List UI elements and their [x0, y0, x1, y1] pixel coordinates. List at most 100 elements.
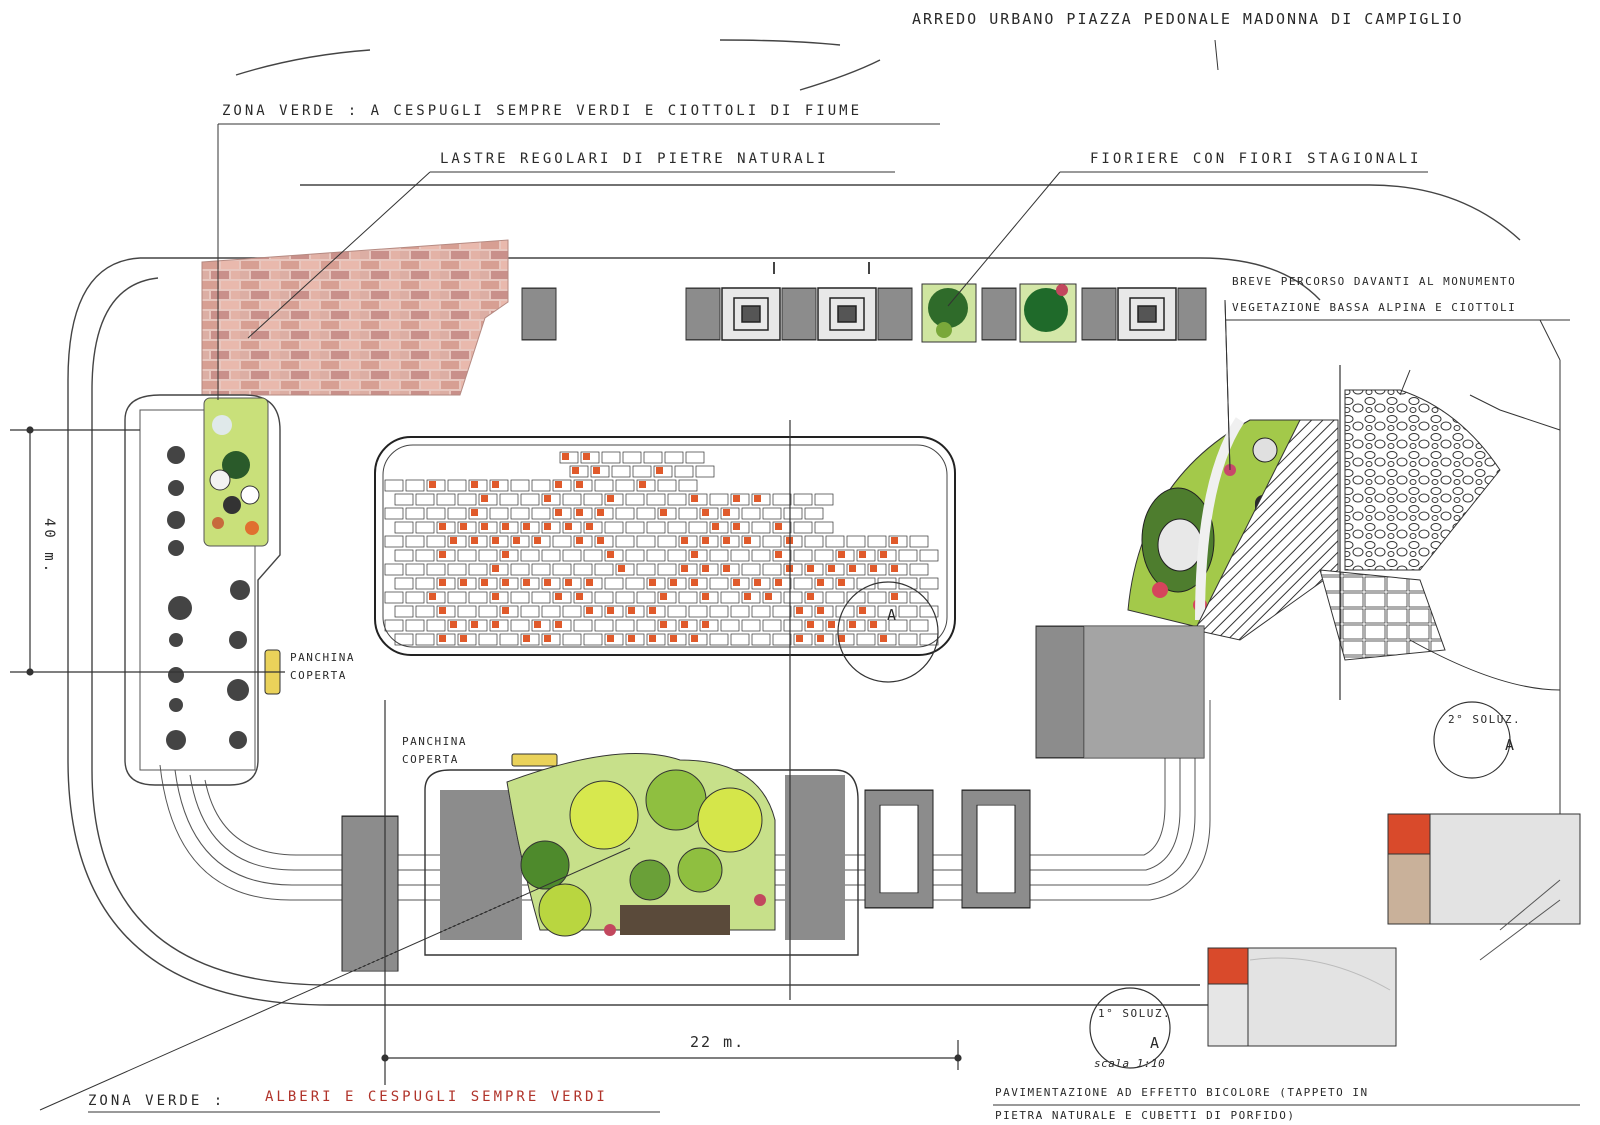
paver-outline	[741, 591, 761, 604]
paver-outline	[405, 619, 425, 632]
paver-outline	[583, 605, 603, 618]
paver-outline	[877, 549, 897, 562]
paver-outline	[436, 633, 456, 646]
porphyry-cube	[481, 495, 488, 502]
paver-outline	[552, 479, 572, 492]
paver-outline	[667, 577, 687, 590]
paver-outline	[730, 605, 750, 618]
paver-outline	[583, 633, 603, 646]
paver-outline	[559, 451, 579, 464]
porphyry-cube	[744, 593, 751, 600]
porphyry-cube	[849, 621, 856, 628]
porphyry-cube	[838, 551, 845, 558]
paver-outline	[688, 577, 708, 590]
paver-outline	[604, 493, 624, 506]
paver-outline	[499, 549, 519, 562]
paver-outline	[541, 633, 561, 646]
paver-outline	[489, 591, 509, 604]
porphyry-cube	[593, 467, 600, 474]
paver-outline	[468, 563, 488, 576]
paver-outline	[415, 521, 435, 534]
paver-outline	[720, 591, 740, 604]
paver-outline	[867, 563, 887, 576]
porphyry-cube	[544, 523, 551, 530]
paver-outline	[520, 493, 540, 506]
paver-outline	[573, 591, 593, 604]
paver-outline	[625, 549, 645, 562]
paver-outline	[699, 563, 719, 576]
paver-outline	[594, 619, 614, 632]
paver-outline	[384, 563, 404, 576]
paver-outline	[751, 521, 771, 534]
porphyry-cube	[670, 635, 677, 642]
paver-outline	[741, 507, 761, 520]
paver-outline	[888, 619, 908, 632]
paver-outline	[804, 507, 824, 520]
porphyry-cube	[439, 635, 446, 642]
porphyry-cube	[586, 579, 593, 586]
paver-outline	[583, 521, 603, 534]
paver-outline	[741, 619, 761, 632]
porphyry-cube	[481, 579, 488, 586]
paver-outline	[590, 465, 610, 478]
paver-outline	[625, 577, 645, 590]
paver-outline	[709, 605, 729, 618]
paver-outline	[436, 577, 456, 590]
paver-outline	[678, 479, 698, 492]
paver-outline	[594, 563, 614, 576]
paver-outline	[562, 605, 582, 618]
paver-outline	[384, 619, 404, 632]
porphyry-cube	[702, 537, 709, 544]
paver-outline	[447, 591, 467, 604]
paver-outline	[394, 605, 414, 618]
paver-outline	[394, 493, 414, 506]
paver-outline	[510, 563, 530, 576]
dimension-label-vertical: 40 m.	[41, 518, 57, 576]
paver-outline	[856, 605, 876, 618]
paver-outline	[489, 535, 509, 548]
label-coperta-2: COPERTA	[402, 753, 459, 766]
paver-outline	[909, 563, 929, 576]
label-pavimentazione-2: PIETRA NATURALE E CUBETTI DI PORFIDO)	[995, 1109, 1296, 1122]
paver-outline	[457, 549, 477, 562]
paver-outline	[405, 507, 425, 520]
paver-outline	[646, 549, 666, 562]
paver-outline	[436, 493, 456, 506]
natural-stone-slabs	[201, 239, 509, 396]
paver-outline	[793, 577, 813, 590]
paver-outline	[825, 535, 845, 548]
paver-outline	[772, 493, 792, 506]
bottom-blocks	[341, 789, 1031, 972]
porphyry-cube	[492, 621, 499, 628]
paver-outline	[426, 591, 446, 604]
paver-outline	[499, 633, 519, 646]
porphyry-cube	[492, 481, 499, 488]
paver-outline	[888, 591, 908, 604]
paver-outline	[457, 493, 477, 506]
porphyry-cube	[649, 607, 656, 614]
label-zona-verde-bottom: ZONA VERDE :	[88, 1093, 226, 1109]
porphyry-cube	[534, 621, 541, 628]
paver-outline	[762, 535, 782, 548]
porphyry-cube	[555, 621, 562, 628]
porphyry-cube	[586, 523, 593, 530]
paver-outline	[730, 521, 750, 534]
porphyry-cube	[733, 495, 740, 502]
porphyry-cube	[891, 537, 898, 544]
paver-outline	[457, 605, 477, 618]
paver-outline	[846, 619, 866, 632]
paver-outline	[762, 563, 782, 576]
planter-boxes	[721, 287, 1177, 341]
paver-outline	[783, 563, 803, 576]
paver-outline	[415, 577, 435, 590]
porphyry-cube	[628, 635, 635, 642]
paver-outline	[793, 605, 813, 618]
paver-outline	[394, 633, 414, 646]
label-panchina-2: PANCHINA	[402, 735, 467, 748]
porphyry-cube	[880, 551, 887, 558]
porphyry-cube	[513, 537, 520, 544]
paver-outline	[664, 451, 684, 464]
dimension-lines	[10, 420, 962, 1085]
paver-outline	[457, 633, 477, 646]
paver-outline	[478, 521, 498, 534]
